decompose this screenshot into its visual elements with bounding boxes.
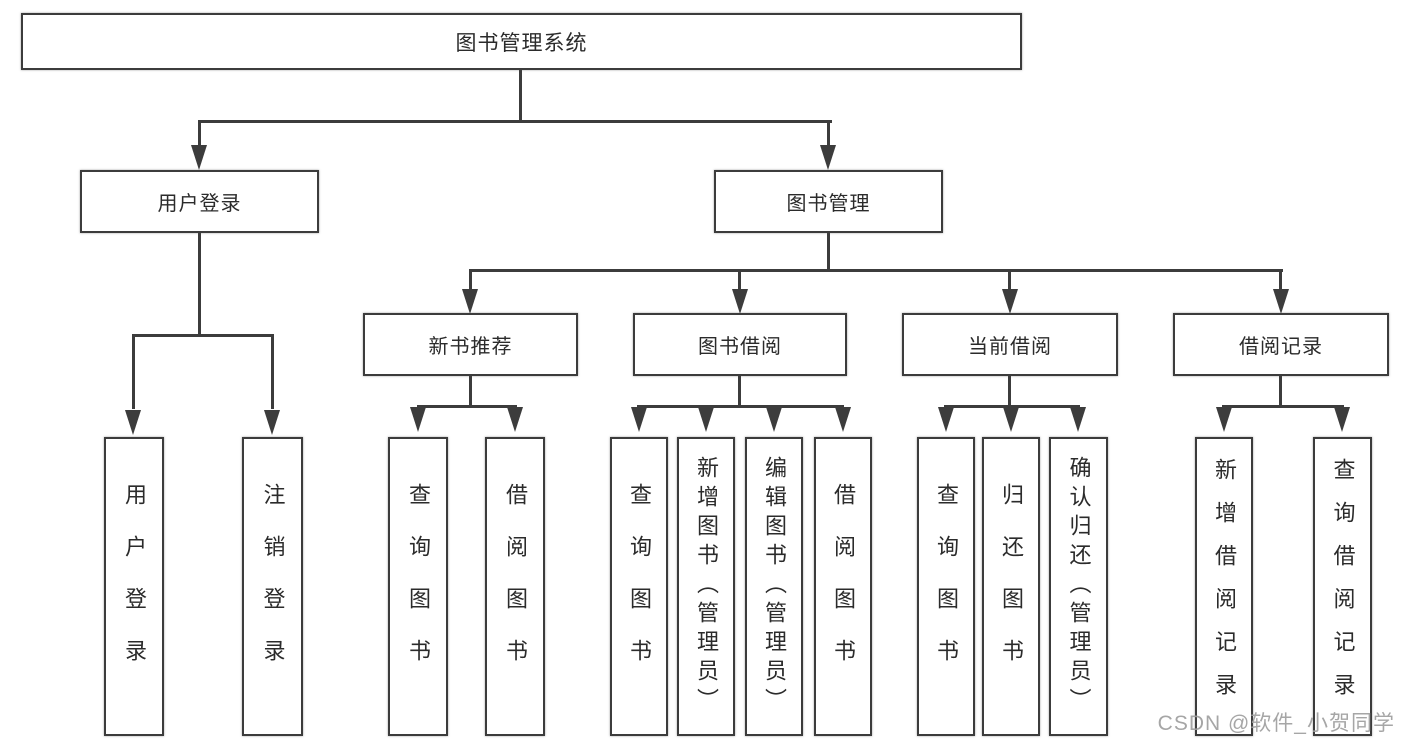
connector-line bbox=[271, 335, 274, 409]
node-cb-confirm-return-label: 确认归还（管理员） bbox=[1066, 456, 1092, 717]
connector-arrow-down bbox=[732, 289, 748, 314]
node-new-book-rec-label: 新书推荐 bbox=[428, 336, 513, 358]
node-br-add-record: 新增借阅记录 bbox=[1195, 437, 1253, 736]
connector-arrow-down bbox=[1003, 407, 1019, 432]
node-book-borrow: 图书借阅 bbox=[633, 313, 847, 376]
node-book-borrow-label: 图书借阅 bbox=[698, 336, 782, 358]
connector-line bbox=[637, 405, 844, 408]
node-borrow-records-label: 借阅记录 bbox=[1239, 336, 1323, 358]
node-nbr-borrow-books-label: 借阅图书 bbox=[503, 482, 528, 691]
node-root: 图书管理系统 bbox=[21, 13, 1022, 70]
node-nbr-query-books: 查询图书 bbox=[388, 437, 448, 736]
node-cb-return-books-label: 归还图书 bbox=[999, 482, 1024, 691]
connector-line bbox=[132, 335, 135, 409]
node-user-login-leaf-label: 用户登录 bbox=[122, 482, 147, 691]
connector-line bbox=[519, 70, 522, 122]
node-cb-query-books: 查询图书 bbox=[917, 437, 975, 736]
connector-line bbox=[738, 270, 741, 289]
node-bb-query-books-label: 查询图书 bbox=[627, 482, 652, 691]
connector-arrow-down bbox=[1216, 407, 1232, 432]
connector-line bbox=[469, 376, 472, 407]
node-user-login-label: 用户登录 bbox=[157, 193, 242, 215]
connector-line bbox=[1279, 270, 1282, 289]
connector-line bbox=[198, 121, 201, 147]
connector-arrow-down bbox=[766, 407, 782, 432]
node-cb-query-books-label: 查询图书 bbox=[934, 482, 959, 691]
node-book-mgmt-label: 图书管理 bbox=[786, 193, 871, 215]
node-book-mgmt: 图书管理 bbox=[714, 170, 943, 233]
node-nbr-query-books-label: 查询图书 bbox=[406, 482, 431, 691]
connector-line bbox=[469, 269, 1283, 272]
node-bb-query-books: 查询图书 bbox=[610, 437, 668, 736]
node-user-login-leaf: 用户登录 bbox=[104, 437, 164, 736]
connector-arrow-down bbox=[698, 407, 714, 432]
node-br-query-record-label: 查询借阅记录 bbox=[1330, 457, 1356, 716]
connector-arrow-down bbox=[631, 407, 647, 432]
node-root-label: 图书管理系统 bbox=[455, 31, 588, 55]
connector-arrow-down bbox=[820, 145, 836, 170]
node-bb-edit-books: 编辑图书（管理员） bbox=[745, 437, 803, 736]
connector-line bbox=[827, 121, 830, 147]
connector-arrow-down bbox=[191, 145, 207, 170]
node-bb-borrow-books: 借阅图书 bbox=[814, 437, 872, 736]
node-br-query-record: 查询借阅记录 bbox=[1313, 437, 1372, 736]
node-logout-leaf-label: 注销登录 bbox=[260, 482, 286, 691]
connector-line bbox=[469, 270, 472, 289]
connector-line bbox=[198, 233, 201, 336]
connector-arrow-down bbox=[264, 410, 280, 435]
node-borrow-records: 借阅记录 bbox=[1173, 313, 1389, 376]
node-current-borrow: 当前借阅 bbox=[902, 313, 1118, 376]
node-user-login: 用户登录 bbox=[80, 170, 319, 233]
node-bb-edit-books-label: 编辑图书（管理员） bbox=[762, 456, 787, 717]
connector-line bbox=[198, 120, 832, 123]
connector-line bbox=[827, 233, 830, 271]
connector-arrow-down bbox=[938, 407, 954, 432]
node-new-book-rec: 新书推荐 bbox=[363, 313, 578, 376]
connector-arrow-down bbox=[462, 289, 478, 314]
connector-line bbox=[1279, 376, 1282, 407]
node-nbr-borrow-books: 借阅图书 bbox=[485, 437, 545, 736]
watermark-text: CSDN @软件_小贺同学 bbox=[1157, 712, 1395, 735]
node-cb-return-books: 归还图书 bbox=[982, 437, 1040, 736]
connector-arrow-down bbox=[125, 410, 141, 435]
connector-line bbox=[944, 405, 1080, 408]
connector-line bbox=[132, 334, 274, 337]
connector-line bbox=[417, 405, 517, 408]
node-bb-borrow-books-label: 借阅图书 bbox=[831, 482, 856, 691]
connector-arrow-down bbox=[835, 407, 851, 432]
connector-arrow-down bbox=[1273, 289, 1289, 314]
node-cb-confirm-return: 确认归还（管理员） bbox=[1049, 437, 1108, 736]
connector-line bbox=[738, 376, 741, 407]
node-current-borrow-label: 当前借阅 bbox=[968, 336, 1052, 358]
node-bb-add-books: 新增图书（管理员） bbox=[677, 437, 735, 736]
connector-arrow-down bbox=[1070, 407, 1086, 432]
node-logout-leaf: 注销登录 bbox=[242, 437, 303, 736]
node-br-add-record-label: 新增借阅记录 bbox=[1212, 457, 1237, 716]
connector-arrow-down bbox=[1002, 289, 1018, 314]
connector-arrow-down bbox=[410, 407, 426, 432]
node-bb-add-books-label: 新增图书（管理员） bbox=[694, 456, 719, 717]
connector-arrow-down bbox=[1334, 407, 1350, 432]
connector-line bbox=[1008, 376, 1011, 407]
connector-line bbox=[1222, 405, 1344, 408]
connector-line bbox=[1008, 270, 1011, 289]
connector-arrow-down bbox=[507, 407, 523, 432]
